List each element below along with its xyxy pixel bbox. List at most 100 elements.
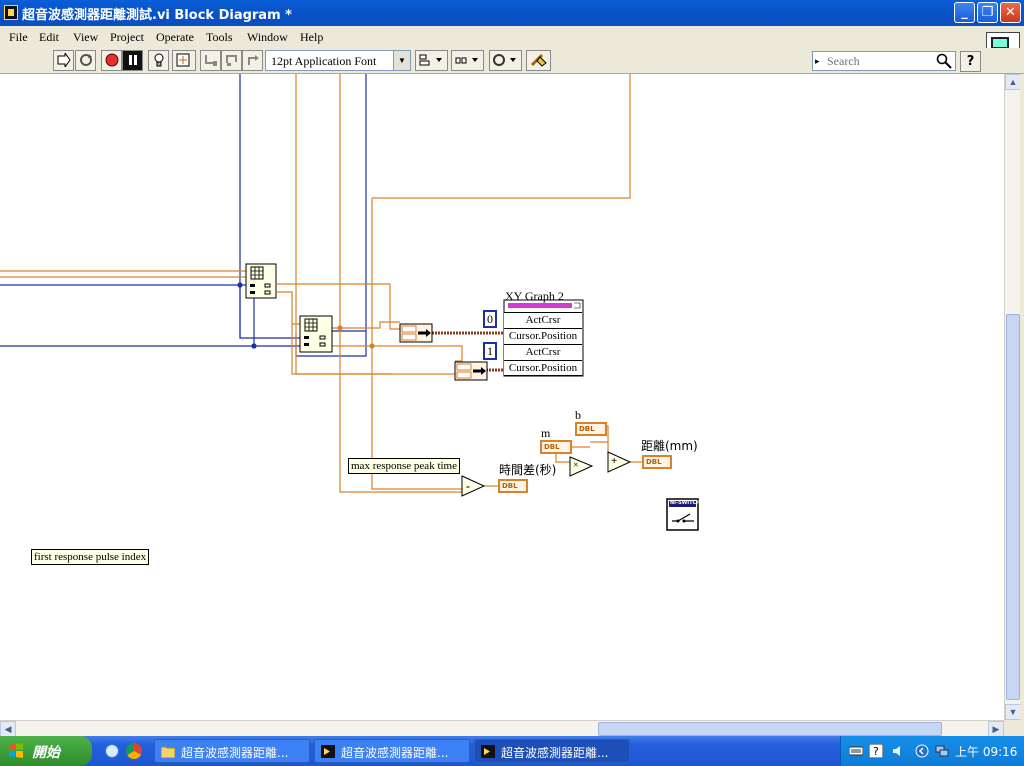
folder-icon [161, 746, 175, 758]
run-arrow-icon [57, 53, 71, 67]
tray-expand-icon[interactable] [915, 744, 929, 758]
vertical-scroll-thumb[interactable] [1006, 314, 1020, 700]
control-m-dbl[interactable]: DBL [540, 440, 572, 454]
run-continuously-button[interactable] [75, 50, 96, 71]
labview-vi-icon [321, 745, 335, 758]
menu-help[interactable]: Help [300, 30, 324, 44]
property-row-cursor-position[interactable]: Cursor.Position [504, 328, 582, 344]
menu-file[interactable]: File [9, 30, 28, 44]
reorder-button[interactable] [489, 50, 522, 71]
constant-0[interactable]: 0 [487, 312, 493, 326]
taskbar-item-vi-front-panel[interactable]: 超音波感測器距離... [314, 739, 470, 763]
property-node-refbar [508, 303, 572, 308]
multiply-symbol: × [573, 460, 579, 471]
highlight-execution-button[interactable] [148, 50, 169, 71]
horizontal-scroll-thumb[interactable] [598, 722, 942, 736]
minimize-button[interactable]: _ [954, 2, 975, 23]
ni-switch-label: NI-SWITCH [670, 500, 701, 506]
comment-first-response-pulse-index[interactable]: first response pulse index [31, 549, 150, 566]
title-bar[interactable]: 超音波感測器距離測試.vi Block Diagram * _ ❐ ✕ [0, 0, 1024, 26]
indicator-time-diff-dbl[interactable]: DBL [498, 479, 528, 493]
taskbar-item-vi-block-diagram[interactable]: 超音波感測器距離... [474, 739, 630, 763]
menu-tools[interactable]: Tools [206, 30, 233, 44]
close-button[interactable]: ✕ [1000, 2, 1021, 23]
keyboard-icon[interactable] [849, 744, 863, 758]
scroll-up-icon[interactable]: ▲ [1005, 74, 1021, 90]
taskbar-item-label: 超音波感測器距離... [181, 746, 289, 760]
menu-edit[interactable]: Edit [39, 30, 59, 44]
network-icon[interactable] [935, 744, 949, 758]
taskbar-item-folder[interactable]: 超音波感測器距離... [154, 739, 310, 763]
orange-wire [277, 291, 300, 325]
xy-graph-label: XY Graph 2 [505, 289, 564, 303]
maximize-button[interactable]: ❐ [977, 2, 998, 23]
property-node[interactable]: ActCrsr Cursor.Position ActCrsr Cursor.P… [504, 312, 583, 376]
label-distance-mm: 距離(mm) [641, 439, 698, 453]
taskbar-item-label: 超音波感測器距離... [501, 746, 609, 760]
block-diagram-canvas[interactable]: XY Graph 2 ActCrsr Cursor.Position ActCr… [0, 74, 1004, 720]
step-into-icon [205, 55, 217, 66]
orange-wire [339, 74, 462, 493]
menu-project[interactable]: Project [110, 30, 144, 44]
index-array-node-1 [245, 263, 277, 299]
menu-view[interactable]: View [73, 30, 99, 44]
chrome-quicklaunch-icon[interactable] [126, 743, 142, 759]
vertical-scrollbar[interactable]: ▲ ▼ [1004, 74, 1021, 720]
menu-operate[interactable]: Operate [156, 30, 194, 44]
chevron-down-icon[interactable]: ▼ [393, 51, 410, 70]
scrollbar-corner [1004, 720, 1024, 736]
clock[interactable]: 上午 09:16 [955, 745, 1018, 759]
orange-wire [277, 283, 400, 330]
subtract-symbol: - [466, 479, 470, 493]
ie-quicklaunch-icon[interactable] [104, 743, 120, 759]
windows-flag-icon [9, 743, 23, 758]
search-expand-icon[interactable]: ▸ [815, 56, 820, 66]
system-tray: ? 上午 09:16 [840, 736, 1024, 766]
scroll-left-icon[interactable]: ◀ [0, 721, 16, 737]
clean-up-diagram-icon [530, 53, 547, 67]
run-continuous-icon [80, 54, 92, 66]
align-objects-button[interactable] [415, 50, 448, 71]
pause-button[interactable] [122, 50, 143, 71]
control-b-dbl[interactable]: DBL [575, 422, 607, 436]
property-row-cursor-position[interactable]: Cursor.Position [504, 360, 582, 376]
pause-icon [129, 55, 137, 65]
search-input[interactable] [827, 53, 933, 69]
step-out-button[interactable] [242, 50, 263, 71]
font-select[interactable]: 12pt Application Font ▼ [265, 50, 411, 71]
taskbar-item-label: 超音波感測器距離... [341, 746, 449, 760]
index-array-node-2 [299, 315, 333, 353]
search-icon[interactable] [936, 53, 952, 69]
menu-window[interactable]: Window [247, 30, 288, 44]
run-button[interactable] [53, 50, 74, 71]
menu-bar: File Edit View Project Operate Tools Win… [0, 26, 1024, 48]
retain-wire-values-button[interactable] [172, 50, 196, 71]
step-over-button[interactable] [221, 50, 242, 71]
ni-switch-icon [666, 498, 699, 531]
volume-icon[interactable] [891, 744, 905, 758]
step-into-button[interactable] [200, 50, 221, 71]
font-select-value: 12pt Application Font [271, 54, 377, 68]
labview-vi-icon [481, 745, 495, 758]
property-row-actcrsr[interactable]: ActCrsr [504, 344, 582, 360]
start-button[interactable]: 開始 [0, 736, 92, 766]
scroll-down-icon[interactable]: ▼ [1005, 704, 1021, 720]
blue-wire [295, 74, 367, 357]
context-help-button[interactable]: ? [960, 51, 981, 72]
constant-1[interactable]: 1 [487, 344, 493, 358]
window-border [1020, 74, 1024, 736]
horizontal-scrollbar[interactable]: ◀ ▶ [0, 720, 1004, 737]
comment-max-response-peak-time[interactable]: max response peak time [348, 458, 460, 475]
search-box[interactable]: ▸ [812, 51, 956, 71]
property-row-actcrsr[interactable]: ActCrsr [504, 312, 582, 328]
orange-wire [332, 321, 400, 329]
indicator-distance-dbl[interactable]: DBL [642, 455, 672, 469]
abort-button[interactable] [101, 50, 122, 71]
distribute-objects-button[interactable] [451, 50, 484, 71]
add-symbol: + [611, 455, 618, 467]
clean-up-diagram-button[interactable] [526, 50, 551, 71]
help-tray-icon[interactable]: ? [869, 744, 883, 758]
scroll-right-icon[interactable]: ▶ [988, 721, 1004, 737]
labview-app-icon [4, 5, 18, 20]
